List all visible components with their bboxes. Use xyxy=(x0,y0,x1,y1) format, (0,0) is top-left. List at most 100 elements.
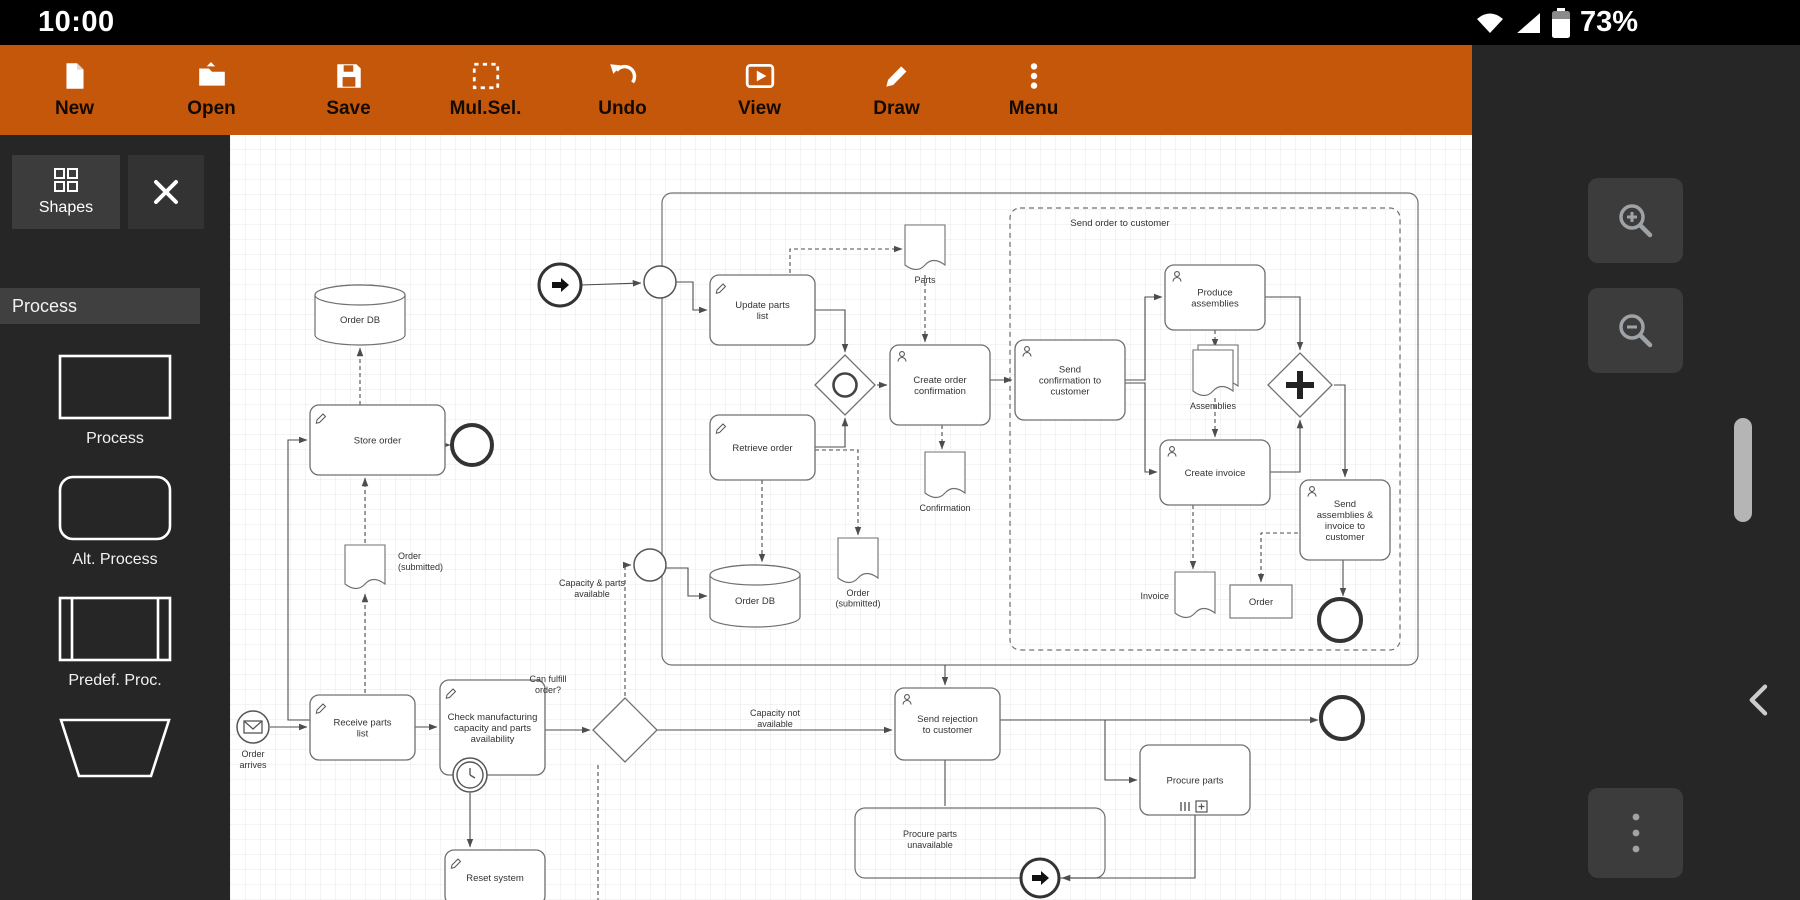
toolbar-button-label: Mul.Sel. xyxy=(449,98,522,119)
toolbar-button-menu[interactable]: Menu xyxy=(965,48,1102,132)
bpmn-task[interactable]: Reset system xyxy=(444,849,546,900)
chevron-left-icon[interactable] xyxy=(1743,683,1775,717)
bpmn-task[interactable]: Procure parts xyxy=(1139,744,1251,816)
bpmn-document[interactable]: Confirmation xyxy=(919,451,971,513)
multi-select-icon xyxy=(472,62,499,90)
bpmn-document[interactable]: Order(submitted) xyxy=(835,537,881,609)
bpmn-document[interactable]: Parts xyxy=(904,224,946,285)
bpmn-connector[interactable] xyxy=(1270,419,1304,473)
bpmn-event-link[interactable] xyxy=(1019,857,1061,899)
bpmn-event-end[interactable] xyxy=(1319,695,1365,741)
bpmn-connector[interactable] xyxy=(1334,384,1349,478)
toolbar-button-mulsel[interactable]: Mul.Sel. xyxy=(417,48,554,132)
zoom-in-button[interactable] xyxy=(1588,178,1683,263)
shape-item-trapezoid[interactable] xyxy=(56,716,174,811)
bpmn-connector[interactable] xyxy=(1265,296,1304,351)
bpmn-task[interactable]: Retrieve order xyxy=(709,414,816,481)
task-user-icon xyxy=(1172,276,1182,282)
toolbar-button-label: Open xyxy=(187,98,236,119)
toolbar-button-draw[interactable]: Draw xyxy=(828,48,965,132)
bpmn-container[interactable] xyxy=(1009,207,1401,651)
bpmn-gateway-plain[interactable] xyxy=(592,697,658,763)
zoom-out-button[interactable] xyxy=(1588,288,1683,373)
bpmn-gateway-inclusive[interactable] xyxy=(814,354,876,416)
shape-item-label: Process xyxy=(86,430,144,447)
bpmn-connector[interactable] xyxy=(1104,720,1138,784)
timer-hands-icon xyxy=(469,768,476,779)
container-label: Send order to customer xyxy=(1070,218,1169,229)
shape-item-process[interactable]: Process xyxy=(56,353,174,448)
bpmn-datastore[interactable]: Order DB xyxy=(314,284,406,346)
task-user-icon xyxy=(1024,346,1030,352)
toolbar-button-new[interactable]: New xyxy=(6,48,143,132)
task-pencil-icon xyxy=(315,413,327,424)
bpmn-event-start[interactable] xyxy=(643,265,677,299)
task-label: Create invoice xyxy=(1185,468,1246,479)
bpmn-event-timer[interactable] xyxy=(452,757,488,793)
shape-section-header[interactable]: Process xyxy=(0,288,200,324)
task-user-icon xyxy=(1169,446,1175,452)
bpmn-event-link[interactable] xyxy=(537,262,583,308)
bpmn-document[interactable]: Invoice xyxy=(1140,571,1216,619)
bpmn-connector[interactable] xyxy=(1257,532,1298,583)
bpmn-task[interactable]: Store order xyxy=(309,404,446,476)
bpmn-connector[interactable] xyxy=(1061,815,1196,882)
toolbar-button-save[interactable]: Save xyxy=(280,48,417,132)
document-label: Parts xyxy=(914,275,936,285)
document-label: Assemblies xyxy=(1190,401,1237,411)
bpmn-container[interactable] xyxy=(854,807,1106,879)
bpmn-event-start[interactable] xyxy=(633,548,667,582)
bpmn-gateway-parallel[interactable] xyxy=(1267,352,1333,418)
bpmn-event-end[interactable] xyxy=(450,423,494,467)
bpmn-object[interactable]: Order xyxy=(1229,584,1293,619)
bpmn-connector[interactable] xyxy=(815,417,849,448)
shapes-button[interactable]: Shapes xyxy=(12,155,120,229)
bpmn-connector[interactable] xyxy=(815,449,862,536)
shape-item-predef-proc[interactable]: Predef. Proc. xyxy=(56,595,174,690)
bpmn-datastore[interactable]: Order DB xyxy=(709,564,801,628)
toolbar-button-open[interactable]: Open xyxy=(143,48,280,132)
vertical-dots-icon xyxy=(1632,813,1639,853)
bpmn-connector[interactable] xyxy=(287,436,310,721)
bpmn-connector[interactable] xyxy=(622,561,632,696)
toolbar-button-undo[interactable]: Undo xyxy=(554,48,691,132)
canvas-overflow-menu-button[interactable] xyxy=(1588,788,1683,878)
toolbar-button-view[interactable]: View xyxy=(691,48,828,132)
task-pencil-icon xyxy=(715,423,727,434)
bpmn-connector[interactable] xyxy=(789,245,903,273)
bpmn-task[interactable]: Create invoice xyxy=(1159,439,1271,506)
bpmn-container[interactable] xyxy=(661,192,1419,666)
bpmn-connector[interactable] xyxy=(1125,293,1163,381)
datastore-label: Order DB xyxy=(340,315,380,326)
task-pencil-icon xyxy=(450,858,462,869)
bpmn-connector[interactable] xyxy=(1125,382,1158,476)
bpmn-connector[interactable] xyxy=(676,281,708,314)
shape-item-alt-process[interactable]: Alt. Process xyxy=(56,474,174,569)
shapes-grid-icon xyxy=(54,168,78,192)
bpmn-document[interactable]: Assemblies xyxy=(1190,344,1239,411)
vertical-scrollbar-thumb[interactable] xyxy=(1734,418,1752,522)
diagram-canvas[interactable]: Send order to customer Order DB Order DB P… xyxy=(230,135,1472,900)
bpmn-connector[interactable] xyxy=(580,279,642,287)
bpmn-connector[interactable] xyxy=(815,309,849,353)
bpmn-event-end[interactable] xyxy=(1317,597,1363,643)
close-shapes-button[interactable] xyxy=(128,155,204,229)
bpmn-connector[interactable] xyxy=(666,567,708,600)
shape-item-label: Predef. Proc. xyxy=(68,672,162,689)
bpmn-event-message[interactable] xyxy=(236,710,270,744)
predefined-shape-preview xyxy=(58,596,172,662)
bpmn-document[interactable] xyxy=(344,544,386,590)
